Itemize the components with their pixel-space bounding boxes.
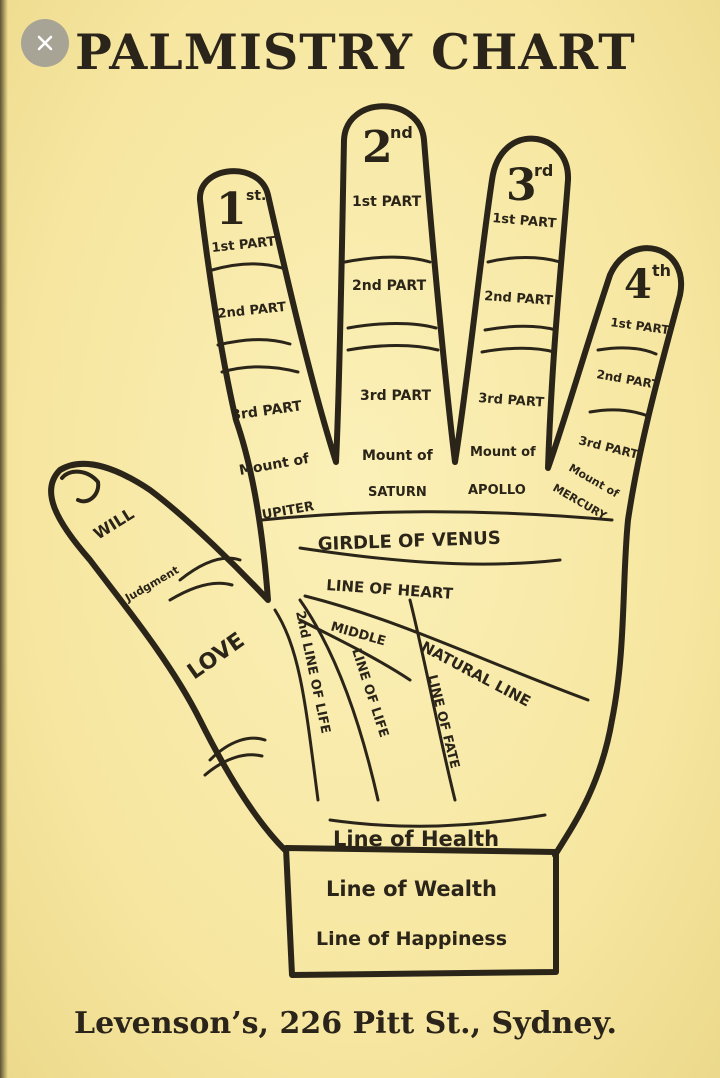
finger-3-part-2: 2nd PART	[484, 289, 554, 309]
will-label: WILL	[90, 504, 137, 543]
finger-2-part-1: 1st PART	[352, 194, 422, 210]
wrist-band	[283, 845, 559, 978]
finger-2-part-2: 2nd PART	[352, 278, 427, 294]
finger-4-suffix: th	[652, 261, 671, 280]
finger-4-number: 4	[624, 261, 652, 308]
line-of-heart-label: LINE OF HEART	[326, 576, 455, 603]
chart-title: PALMISTRY CHART	[75, 23, 636, 81]
middle-label: MIDDLE	[329, 619, 387, 649]
love-label: LOVE	[183, 628, 249, 685]
finger-4-part-3: 3rd PART	[577, 433, 640, 462]
close-button[interactable]	[21, 19, 69, 67]
line-of-happiness-label: Line of Happiness	[316, 928, 507, 950]
finger-3-number: 3	[506, 160, 537, 211]
hand-outline	[48, 103, 685, 858]
finger-2-suffix: nd	[390, 123, 413, 142]
finger-4-part-2: 2nd PART	[595, 367, 661, 392]
finger-numbers: 1 st. 2 nd 3 rd 4 th	[216, 122, 671, 308]
palm-lines	[168, 510, 614, 828]
thumb-nail	[60, 469, 101, 504]
mount-saturn: SATURN	[368, 485, 427, 500]
line-of-health-label: Line of Health	[333, 827, 499, 851]
finger-1-part-2: 2nd PART	[217, 300, 287, 322]
paper-edge	[0, 0, 8, 1078]
line-of-fate-label: LINE OF FATE	[424, 673, 462, 770]
finger-1-suffix: st.	[246, 188, 266, 204]
finger-3-suffix: rd	[534, 161, 553, 180]
finger-1-part-1: 1st PART	[211, 234, 277, 256]
girdle-of-venus-label: GIRDLE OF VENUS	[317, 528, 501, 555]
mount-apollo: APOLLO	[468, 483, 526, 498]
mount-jupiter: JUPITER	[255, 499, 315, 524]
footer-address: Levenson’s, 226 Pitt St., Sydney.	[74, 1006, 617, 1041]
line-of-life-label: LINE OF LIFE	[348, 647, 391, 740]
mount-of-apollo-prefix: Mount of	[470, 445, 536, 460]
finger-1-part-3: 3rd PART	[230, 398, 303, 424]
finger-3-part-1: 1st PART	[492, 211, 557, 232]
finger-creases	[210, 255, 658, 418]
finger-3-part-3: 3rd PART	[478, 391, 545, 411]
finger-4-part-1: 1st PART	[610, 315, 671, 337]
line-of-wealth-label: Line of Wealth	[326, 877, 497, 901]
close-icon	[37, 35, 53, 51]
finger-1-number: 1	[216, 184, 247, 235]
mount-of-saturn-prefix: Mount of	[362, 448, 434, 464]
finger-2-part-3: 3rd PART	[360, 388, 432, 404]
finger-2-number: 2	[362, 122, 393, 173]
wrist-labels: Line of Health Line of Wealth Line of Ha…	[316, 827, 507, 950]
